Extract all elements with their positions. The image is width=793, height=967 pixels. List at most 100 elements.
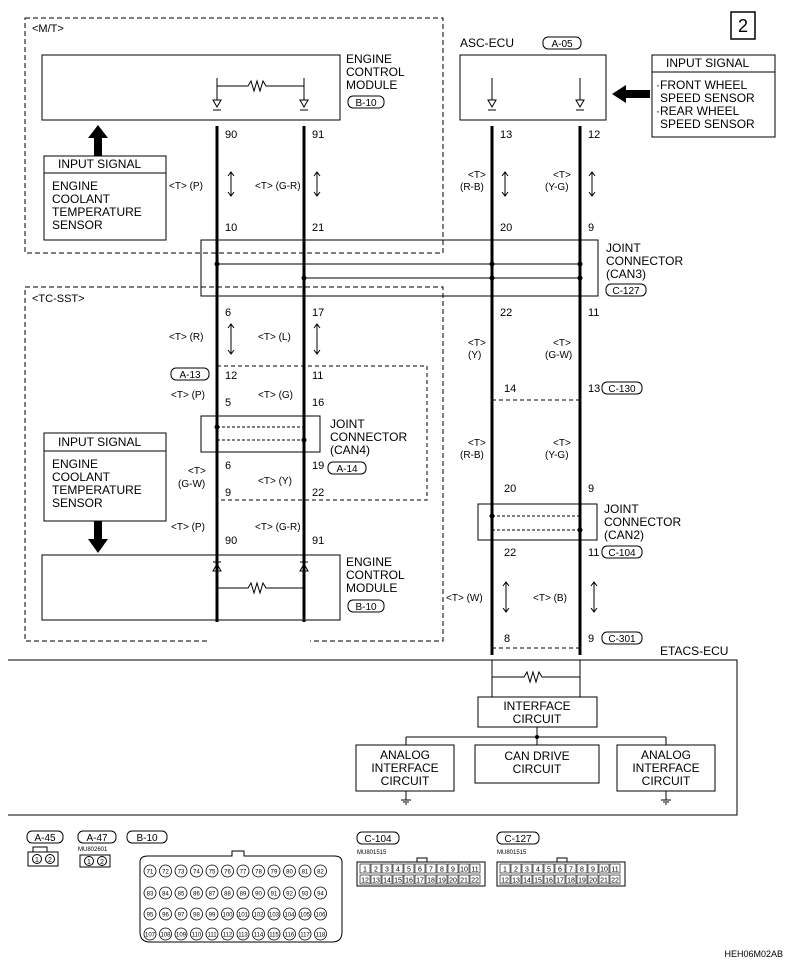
- tcsst-pin-11: 11: [312, 370, 323, 382]
- jc-can4-line-1: JOINT: [330, 417, 365, 431]
- svg-text:1: 1: [363, 867, 367, 874]
- jc-can3-conn-badge: [605, 283, 647, 297]
- mt-ecm-resistor: [216, 78, 305, 93]
- tcsst-pin-19: 19: [312, 460, 324, 472]
- asc-ecu-box: [459, 54, 607, 121]
- tcsst-right-label-3: <T> (Y): [258, 476, 292, 487]
- jc-can2-conn-badge: [601, 545, 643, 559]
- rl-c130-badge: [601, 381, 643, 395]
- tcsst-right-label-1: <T> (L): [258, 332, 291, 343]
- asc-conn: A-05: [551, 39, 573, 50]
- svg-text:113: 113: [238, 933, 248, 939]
- rl-pin-8: 8: [504, 633, 510, 645]
- rl-right-label-1a: <T>: [553, 338, 571, 349]
- can-drive-line-1: CAN DRIVE: [504, 749, 569, 763]
- mt-input-line-2: COOLANT: [52, 192, 111, 206]
- rl-pin-11: 11: [588, 307, 599, 319]
- svg-text:97: 97: [178, 913, 185, 919]
- asc-right-label-2: (Y-G): [545, 182, 569, 193]
- svg-text:5: 5: [407, 867, 411, 874]
- jc-can4-line-2: CONNECTOR: [330, 430, 407, 444]
- c104-part-number: MU801515: [357, 850, 387, 856]
- svg-text:82: 82: [317, 870, 324, 876]
- c127-label: C-127: [504, 834, 532, 845]
- asc-left-top-pin: 13: [500, 129, 512, 141]
- svg-text:14: 14: [383, 878, 391, 885]
- svg-text:75: 75: [209, 870, 216, 876]
- can-drive-circuit-box: [474, 744, 600, 784]
- svg-text:1: 1: [503, 867, 507, 874]
- jc-can4-conn-badge: [327, 461, 367, 475]
- asc-right-bottom-pin: 9: [588, 222, 594, 234]
- jc-can4-line-3: (CAN4): [330, 443, 370, 457]
- a45-badge: [26, 830, 64, 844]
- tcsst-left-label-3a: <T>: [188, 466, 206, 477]
- svg-text:95: 95: [147, 913, 154, 919]
- tcsst-input-line-2: COOLANT: [52, 470, 111, 484]
- svg-text:9: 9: [451, 867, 455, 874]
- analog-right-line-3: CIRCUIT: [642, 774, 691, 788]
- mt-ecm-title-1: ENGINE: [346, 52, 392, 66]
- svg-text:6: 6: [558, 867, 562, 874]
- svg-text:114: 114: [254, 933, 264, 939]
- tcsst-ecm-conn-badge: [347, 599, 385, 613]
- svg-text:15: 15: [534, 878, 542, 885]
- tcsst-dashed-region: [217, 365, 428, 501]
- svg-text:18: 18: [567, 878, 575, 885]
- svg-text:90: 90: [255, 892, 262, 898]
- footer-code: HEH06M02AB: [724, 949, 783, 959]
- b10-label: B-10: [136, 833, 158, 844]
- svg-text:22: 22: [471, 878, 479, 885]
- svg-text:87: 87: [209, 892, 216, 898]
- svg-text:99: 99: [209, 913, 216, 919]
- mt-input-arrow: [88, 125, 108, 156]
- svg-text:17: 17: [416, 878, 424, 885]
- ground-right-icon: [661, 791, 671, 805]
- jc-can2-line-1: JOINT: [604, 502, 639, 516]
- svg-text:2: 2: [100, 859, 104, 866]
- tcsst-pin-91: 91: [312, 535, 324, 547]
- jc-can3-line-2: CONNECTOR: [606, 254, 683, 268]
- b10-connector-icon: [139, 850, 343, 943]
- svg-text:86: 86: [193, 892, 200, 898]
- svg-text:78: 78: [255, 870, 262, 876]
- tcsst-input-signal-box: [43, 432, 167, 522]
- rl-pin-22: 22: [500, 307, 512, 319]
- tcsst-right-label-4: <T> (G-R): [255, 522, 301, 533]
- svg-text:73: 73: [178, 870, 185, 876]
- svg-text:19: 19: [438, 878, 446, 885]
- svg-text:13: 13: [512, 878, 520, 885]
- mt-left-wire-label: <T> (P): [169, 181, 203, 192]
- tcsst-input-line-3: TEMPERATURE: [52, 483, 142, 497]
- rl-left-label-2b: (R-B): [460, 450, 484, 461]
- c104-badge: [356, 831, 400, 845]
- svg-text:3: 3: [525, 867, 529, 874]
- rl-pin-9b: 9: [588, 633, 594, 645]
- etacs-resistor: [492, 670, 580, 684]
- tcsst-input-line-1: ENGINE: [52, 457, 98, 471]
- svg-text:89: 89: [240, 892, 247, 898]
- svg-text:111: 111: [207, 933, 217, 939]
- svg-text:93: 93: [302, 892, 309, 898]
- jc-can2-line-3: (CAN2): [604, 528, 644, 542]
- rl-left-label-1b: (Y): [468, 350, 481, 361]
- rl-c301-conn: C-301: [608, 634, 636, 645]
- tcsst-left-label-3b: (G-W): [178, 479, 205, 490]
- mt-ecm-box: [41, 54, 341, 121]
- svg-text:94: 94: [317, 892, 324, 898]
- asc-input-signal-box: [651, 54, 776, 138]
- tcsst-a13-badge: [170, 367, 210, 381]
- svg-text:10: 10: [600, 867, 608, 874]
- rl-pin-14: 14: [504, 383, 516, 395]
- tcsst-pin-22: 22: [312, 487, 324, 499]
- rl-right-label-3: <T> (B): [533, 593, 567, 604]
- a47-label: A-47: [86, 833, 108, 844]
- svg-text:88: 88: [224, 892, 231, 898]
- asc-right-label-1: <T>: [553, 170, 571, 181]
- svg-text:2: 2: [48, 857, 52, 864]
- mt-input-line-4: SENSOR: [52, 218, 103, 232]
- mt-right-wire-label: <T> (G-R): [255, 181, 301, 192]
- jc-can2-box: [477, 503, 598, 541]
- svg-text:14: 14: [523, 878, 531, 885]
- rl-left-label-2a: <T>: [468, 438, 486, 449]
